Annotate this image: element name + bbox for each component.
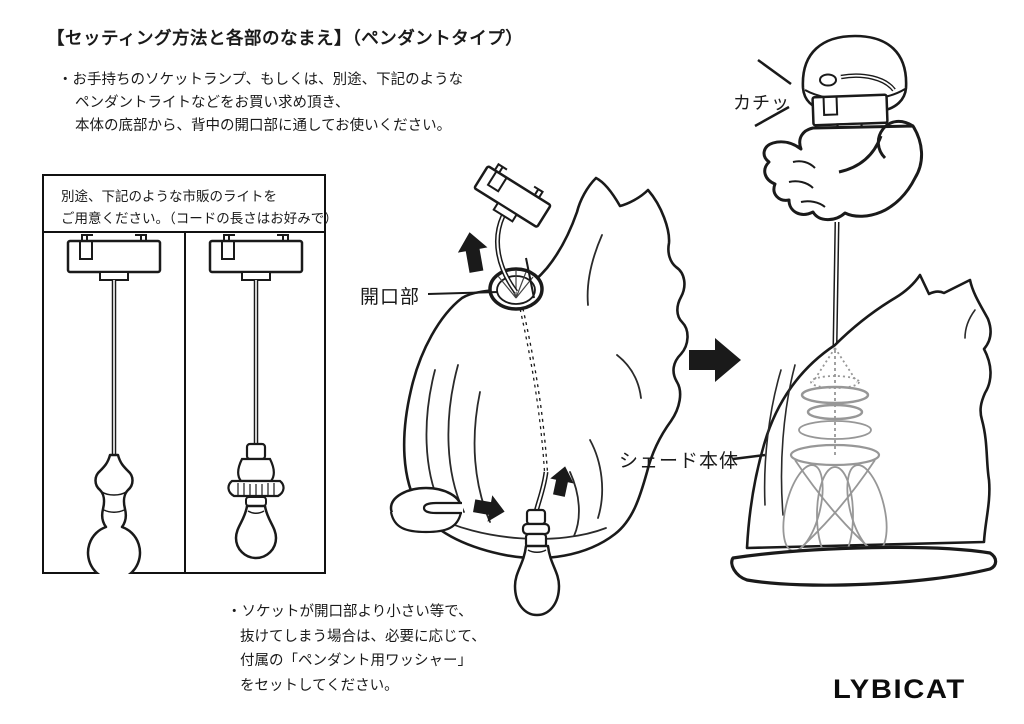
note-line-4: をセットしてください。 bbox=[240, 677, 399, 694]
pendant-washer bbox=[389, 486, 463, 534]
note-line-3: 付属の「ペンダント用ワッシャー」 bbox=[240, 653, 472, 669]
cat-shade-threading-illustration bbox=[389, 162, 689, 617]
pendant-light-box-header: 別途、下記のような市販のライトを ご用意ください。（コードの長さはお好みで） bbox=[44, 176, 338, 233]
page-title: 【セッティング方法と各部のなまえ】（ペンダントタイプ） bbox=[47, 28, 524, 48]
cat-fold-lines bbox=[763, 309, 976, 516]
ceiling-mount-and-finished-illustration bbox=[689, 34, 998, 587]
bulb bbox=[234, 504, 278, 560]
pendant-light-box-body bbox=[44, 233, 324, 574]
hand bbox=[762, 120, 923, 222]
ceiling-canopy bbox=[801, 34, 908, 113]
shade-body-leader-line bbox=[732, 453, 766, 461]
opening-label: 開口部 bbox=[360, 287, 421, 308]
ceiling-adapter bbox=[473, 162, 552, 228]
box-header-line-1: 別途、下記のような市販のライトを bbox=[61, 189, 277, 204]
step-right-arrow-icon bbox=[689, 338, 741, 382]
pendant-metal-cell bbox=[184, 233, 325, 574]
wood-socket-bulb bbox=[86, 453, 142, 574]
intro-line-3: 本体の底部から、背中の開口部に通してお使いください。 bbox=[75, 118, 452, 134]
socket-and-bulb bbox=[513, 508, 561, 617]
pendant-metal-illustration bbox=[208, 234, 304, 560]
click-emphasis-lines bbox=[754, 58, 792, 128]
note-line-1: ・ソケットが開口部より小さい等で、 bbox=[227, 604, 473, 620]
intro-line-2: ペンダントライトなどをお買い求め頂き、 bbox=[75, 95, 350, 111]
opening-leader-line bbox=[428, 291, 499, 295]
click-sound-label: カチッ bbox=[733, 93, 790, 113]
brand-logo: LYBICAT bbox=[833, 674, 966, 704]
base-board bbox=[730, 545, 998, 587]
box-header-line-2: ご用意ください。（コードの長さはお好みで） bbox=[61, 211, 338, 226]
shade-body-label: シェード本体 bbox=[619, 451, 740, 472]
intro-paragraph: ・お手持ちのソケットランプ、もしくは、別途、下記のような ペンダントライトなどを… bbox=[58, 69, 463, 138]
up-arrow-icon bbox=[550, 466, 574, 497]
washer-note: ・ソケットが開口部より小さい等で、 抜けてしまう場合は、必要に応じて、 付属の「… bbox=[227, 600, 486, 698]
pendant-light-box: 別途、下記のような市販のライトを ご用意ください。（コードの長さはお好みで） bbox=[42, 174, 338, 574]
finished-cat-shade bbox=[745, 273, 992, 550]
up-arrow-icon bbox=[457, 232, 488, 273]
intro-line-1: ・お手持ちのソケットランプ、もしくは、別途、下記のような bbox=[58, 72, 464, 88]
pendant-simple-cell bbox=[44, 233, 184, 574]
metal-socket bbox=[227, 442, 285, 507]
pendant-simple-illustration bbox=[66, 234, 162, 574]
washer-right-arrow-icon bbox=[473, 495, 505, 522]
note-line-2: 抜けてしまう場合は、必要に応じて、 bbox=[240, 628, 486, 645]
